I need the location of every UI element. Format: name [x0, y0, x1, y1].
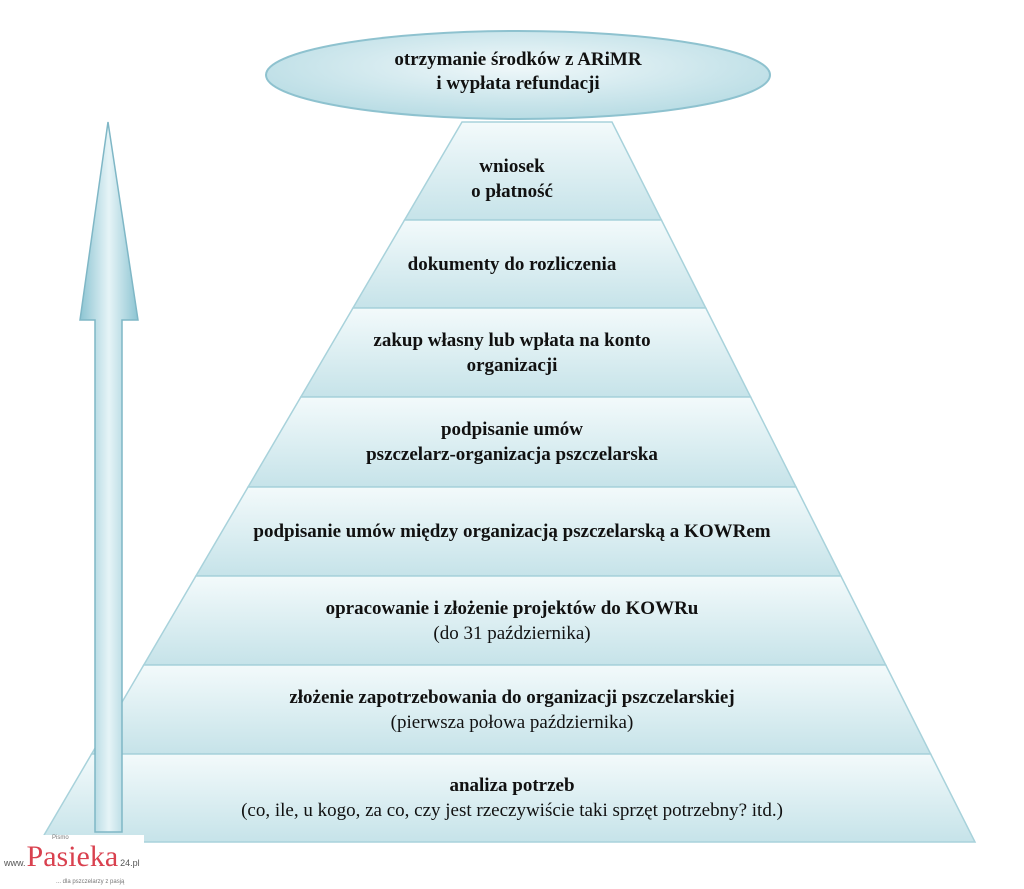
level-text-bold: analiza potrzeb	[449, 775, 575, 796]
level-text-normal: (do 31 października)	[433, 622, 591, 644]
top-ellipse-label: otrzymanie środków z ARiMR i wypłata ref…	[268, 48, 768, 96]
top-line2: i wypłata refundacji	[436, 73, 600, 94]
level-text-bold: podpisanie umów	[440, 419, 584, 440]
level-text-bold2: organizacji	[466, 354, 558, 376]
top-line1: otrzymanie środków z ARiMR	[394, 49, 642, 70]
logo-tagline: ... dla pszczelarzy z pasją	[56, 879, 125, 885]
level-text-normal: (co, ile, u kogo, za co, czy jest rzeczy…	[241, 800, 783, 821]
level-text-bold: podpisanie umów między organizacją pszcz…	[253, 521, 771, 542]
logo-www: www.	[4, 858, 26, 868]
level-text-bold2: o płatność	[471, 181, 553, 202]
pyramid-level-label: wniosek o płatność	[0, 154, 1024, 204]
level-text-bold: dokumenty do rozliczenia	[407, 253, 617, 275]
pyramid-level-label: analiza potrzeb (co, ile, u kogo, za co, …	[0, 773, 1024, 823]
level-text-bold: wniosek	[479, 156, 545, 177]
level-text-bold: złożenie zapotrzebowania do organizacji …	[289, 686, 735, 708]
top-ellipse	[265, 30, 771, 120]
pyramid-level-label: dokumenty do rozliczenia	[0, 252, 1024, 277]
logo-brand: Pasieka	[26, 840, 119, 873]
level-text-normal: (pierwsza połowa października)	[390, 711, 634, 733]
pyramid-level-label: złożenie zapotrzebowania do organizacji …	[0, 685, 1024, 735]
logo-row: www. Pasieka 24.pl	[4, 842, 140, 878]
pyramid-level-label: zakup własny lub wpłata na konto organiza…	[0, 328, 1024, 378]
upward-arrow	[79, 121, 139, 833]
pyramid-level-label: opracowanie i złożenie projektów do KOWR…	[0, 596, 1024, 646]
level-text-bold2: pszczelarz-organizacja pszczelarska	[366, 444, 658, 465]
pyramid-level-label: podpisanie umów pszczelarz-organizacja ps…	[0, 417, 1024, 467]
pyramid-level-label: podpisanie umów między organizacją pszcz…	[0, 519, 1024, 544]
level-text-bold: opracowanie i złożenie projektów do KOWR…	[325, 597, 699, 619]
watermark-logo: Pismo www. Pasieka 24.pl ... dla pszczel…	[4, 835, 144, 886]
level-text-bold: zakup własny lub wpłata na konto	[373, 329, 651, 351]
pyramid-level-8	[38, 753, 977, 843]
logo-tld: 24.pl	[120, 858, 140, 868]
logo-pismo: Pismo	[52, 835, 69, 841]
